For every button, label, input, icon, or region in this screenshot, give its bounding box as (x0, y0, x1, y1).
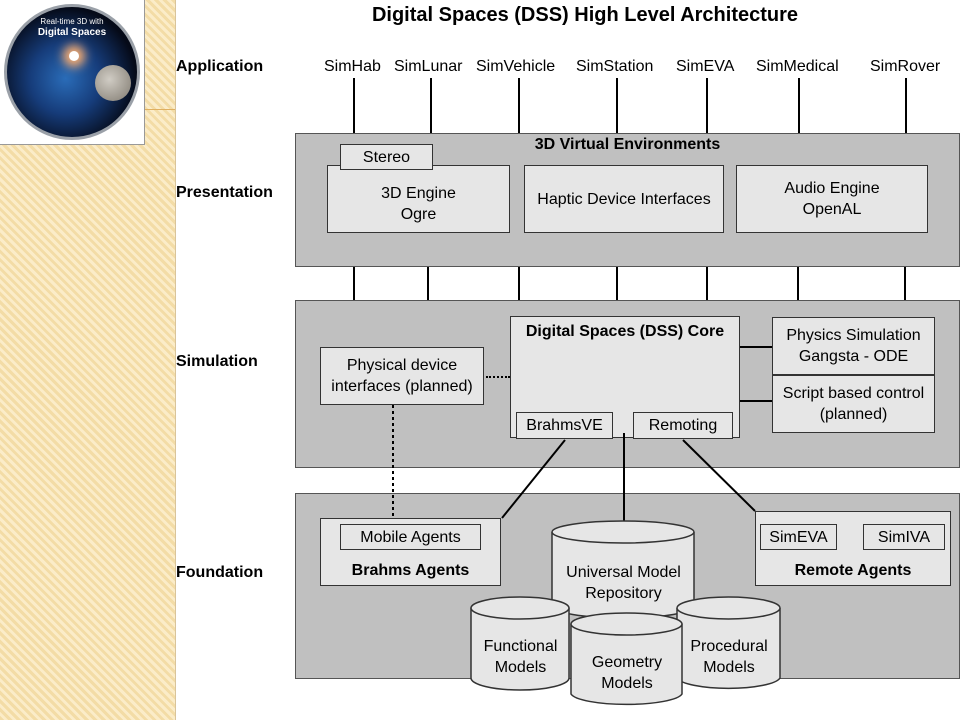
connector-line (905, 78, 907, 134)
database-icon (570, 612, 683, 706)
app-simstation: SimStation (576, 58, 654, 75)
geometry-line2: Models (601, 675, 653, 692)
connector-line (616, 267, 618, 300)
connector-line (353, 78, 355, 134)
connector-line (430, 78, 432, 134)
moon-icon (95, 65, 131, 101)
umr-line1: Universal Model (566, 564, 681, 581)
connector-line (740, 400, 772, 402)
database-icon (470, 596, 570, 691)
engine-box: 3D Engine Ogre (327, 165, 510, 233)
connector-line (740, 346, 772, 348)
connector-line (797, 267, 799, 300)
script-line2: (planned) (819, 406, 888, 423)
stereo-box: Stereo (340, 144, 433, 170)
app-simhab: SimHab (324, 58, 381, 75)
connector-line (427, 267, 429, 300)
connector-line (616, 78, 618, 134)
physical-device-box: Physical device interfaces (planned) (320, 347, 484, 405)
logo: Real-time 3D with Digital Spaces (0, 0, 145, 145)
remote-agents-label: Remote Agents (794, 562, 912, 579)
layer-label-simulation: Simulation (176, 353, 258, 370)
functional-line1: Functional (483, 638, 558, 655)
brahms-agents-label: Brahms Agents (351, 562, 470, 579)
connector-line (518, 267, 520, 300)
engine-line2: Ogre (400, 206, 437, 223)
connector-line (706, 78, 708, 134)
simiva-box: SimIVA (863, 524, 945, 550)
geometry-models: Geometry Models (570, 612, 684, 708)
procedural-line1: Procedural (690, 638, 768, 655)
mobile-agents-box: Mobile Agents (340, 524, 481, 550)
logo-brand: Digital Spaces (37, 27, 107, 38)
geometry-line1: Geometry (591, 654, 663, 671)
universal-model-repository: Universal Model Repository (551, 520, 696, 620)
simeva-box: SimEVA (760, 524, 837, 550)
remoting-box: Remoting (633, 412, 733, 439)
brahmsve-box: BrahmsVE (516, 412, 613, 439)
connector-line (798, 78, 800, 134)
connector-line (353, 267, 355, 300)
layer-label-presentation: Presentation (176, 184, 273, 201)
app-simvehicle: SimVehicle (476, 58, 556, 75)
functional-line2: Models (494, 659, 547, 676)
physics-line1: Physics Simulation (786, 327, 921, 344)
physical-line1: Physical device (346, 357, 458, 374)
accent-line (145, 109, 175, 110)
functional-models: Functional Models (470, 596, 571, 692)
procedural-line2: Models (703, 659, 755, 676)
audio-line2: OpenAL (802, 201, 862, 218)
dotted-connector (486, 376, 510, 378)
database-icon (676, 596, 781, 690)
engine-line1: 3D Engine (381, 185, 456, 202)
presentation-header: 3D Virtual Environments (534, 136, 721, 153)
connector-line (518, 78, 520, 134)
audio-line1: Audio Engine (784, 180, 880, 197)
page-title: Digital Spaces (DSS) High Level Architec… (371, 4, 799, 26)
layer-label-foundation: Foundation (176, 564, 264, 581)
script-line1: Script based control (782, 385, 925, 402)
connector-line (904, 267, 906, 300)
physics-box: Physics Simulation Gangsta - ODE (772, 317, 935, 375)
physics-line2: Gangsta - ODE (798, 348, 909, 365)
connector-line (706, 267, 708, 300)
app-simeva: SimEVA (676, 58, 735, 75)
umr-line2: Repository (585, 585, 662, 602)
procedural-models: Procedural Models (676, 596, 782, 692)
sun-icon (69, 51, 79, 61)
layer-label-application: Application (176, 58, 264, 75)
audio-box: Audio Engine OpenAL (736, 165, 928, 233)
dss-core-label: Digital Spaces (DSS) Core (525, 323, 725, 340)
database-icon (551, 520, 695, 619)
earth-logo-icon: Real-time 3D with Digital Spaces (4, 4, 140, 140)
app-simmedical: SimMedical (756, 58, 839, 75)
script-box: Script based control (planned) (772, 375, 935, 433)
app-simlunar: SimLunar (394, 58, 463, 75)
app-simrover: SimRover (870, 58, 941, 75)
logo-tagline: Real-time 3D with (40, 17, 104, 26)
physical-line2: interfaces (planned) (331, 378, 473, 395)
haptic-box: Haptic Device Interfaces (524, 165, 724, 233)
